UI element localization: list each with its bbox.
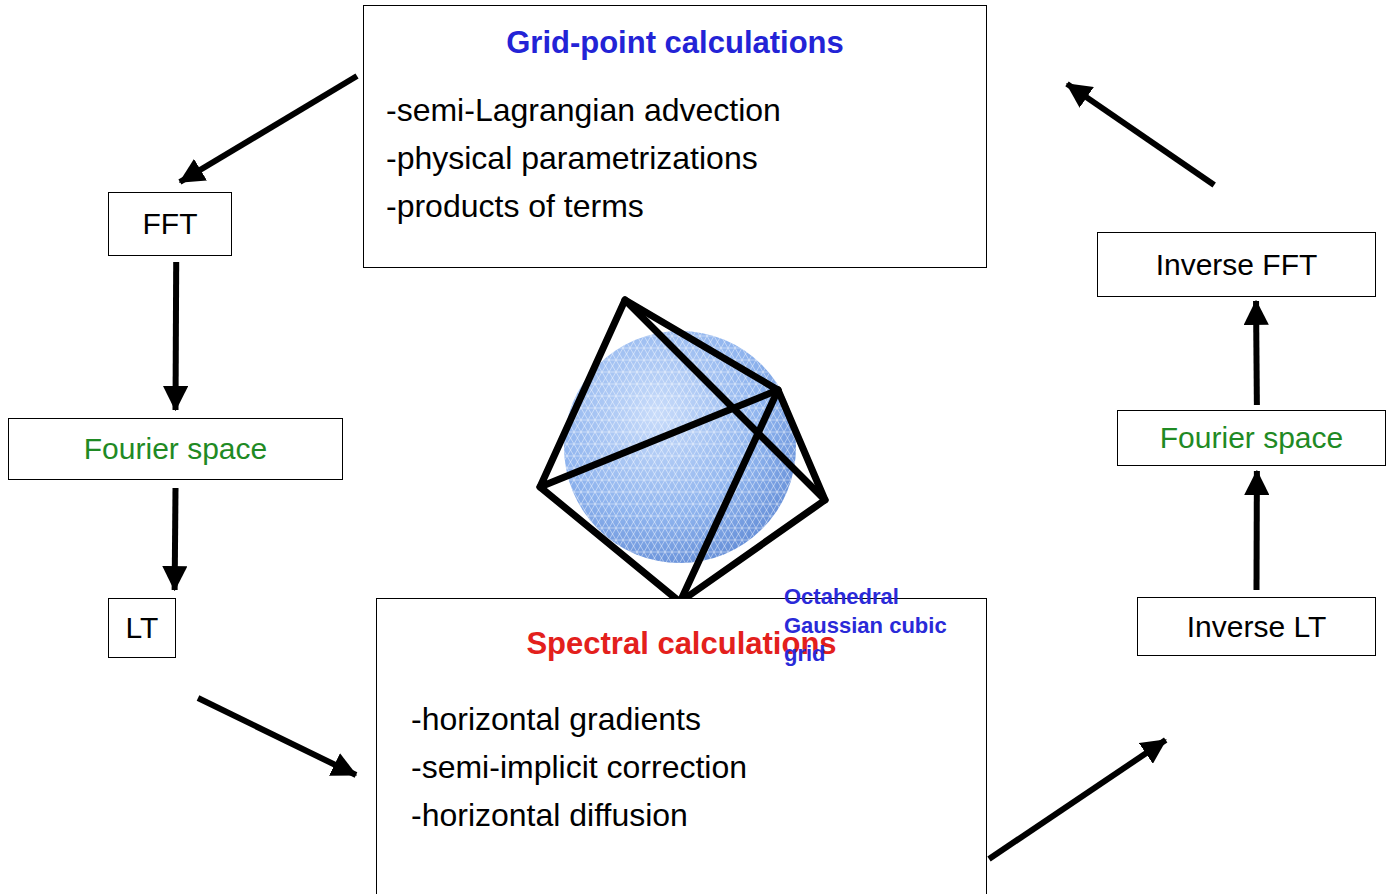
flow-arrow <box>180 76 357 182</box>
list-item: -products of terms <box>386 182 964 230</box>
process-box: Inverse FFT <box>1097 232 1376 297</box>
process-box: Fourier space <box>8 418 343 480</box>
list-item: -horizontal gradients <box>411 695 952 743</box>
list-item: -physical parametrizations <box>386 134 964 182</box>
box-label: FFT <box>143 206 198 242</box>
list-item: -semi-implicit correction <box>411 743 952 791</box>
process-box: Inverse LT <box>1137 597 1376 656</box>
list-item: -semi-Lagrangian advection <box>386 86 964 134</box>
octahedron <box>540 300 825 602</box>
process-box: FFT <box>108 192 232 256</box>
stage-box: Grid-point calculations -semi-Lagrangian … <box>363 5 987 268</box>
flow-arrow <box>198 698 356 775</box>
flow-arrow <box>989 740 1166 859</box>
list-item: -horizontal diffusion <box>411 791 952 839</box>
box-label: LT <box>126 610 159 646</box>
flow-arrow <box>1254 471 1260 590</box>
flow-arrow <box>1067 84 1214 185</box>
flow-arrow <box>1253 301 1260 405</box>
box-label: Fourier space <box>1160 420 1343 456</box>
stage-box: Spectral calculations-horizontal gradien… <box>376 598 987 894</box>
process-box: LT <box>108 598 176 658</box>
stage-heading: Grid-point calculations <box>386 24 964 61</box>
process-box: Fourier space <box>1117 410 1386 466</box>
flow-arrow <box>173 262 180 410</box>
box-label: Inverse LT <box>1187 609 1327 645</box>
flow-arrow <box>172 488 179 590</box>
box-label: Inverse FFT <box>1156 247 1318 283</box>
figure-caption: Octahedral Gaussian cubic grid <box>784 583 994 669</box>
box-label: Fourier space <box>84 431 267 467</box>
